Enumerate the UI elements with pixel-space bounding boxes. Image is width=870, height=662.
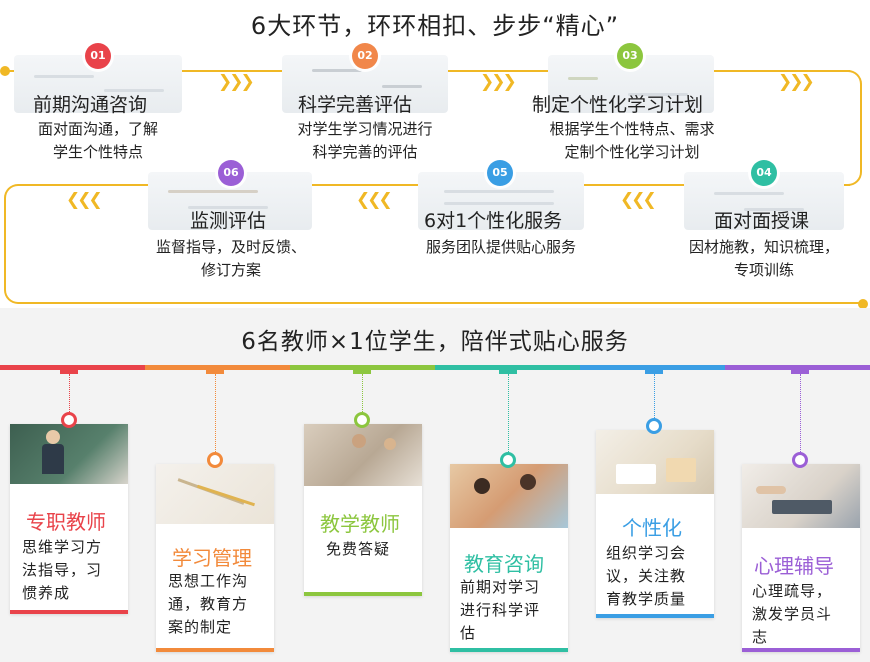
ring-marker bbox=[646, 418, 662, 434]
section-title-process: 6大环节，环环相扣、步步“精心” bbox=[250, 12, 620, 40]
color-bar-red bbox=[0, 365, 145, 370]
step-title: 前期沟通咨询 bbox=[33, 94, 148, 116]
card-title: 教学教师 bbox=[320, 512, 400, 536]
tick-marker bbox=[353, 368, 371, 374]
dotted-connector bbox=[69, 374, 70, 414]
track-end-line bbox=[848, 302, 862, 304]
color-bar-green bbox=[290, 365, 435, 370]
card-accent-line bbox=[10, 610, 128, 614]
step-number-badge: 06 bbox=[218, 160, 244, 186]
card-title: 学习管理 bbox=[172, 546, 252, 570]
double-chevron-right-icon: ❯❯❯ bbox=[778, 72, 815, 92]
service-section-background bbox=[0, 308, 870, 662]
card-description: 心理疏导，激发学员斗志 bbox=[752, 582, 833, 646]
color-bar-teal bbox=[435, 365, 580, 370]
double-chevron-right-icon: ❯❯❯ bbox=[218, 72, 255, 92]
card-title: 心理辅导 bbox=[754, 554, 834, 578]
step-number-badge: 05 bbox=[487, 160, 513, 186]
card-accent-line bbox=[156, 648, 274, 652]
role-card-5: 个性化 组织学习会议，关注教育教学质量 bbox=[596, 430, 714, 618]
card-photo bbox=[156, 464, 274, 524]
double-chevron-right-icon: ❯❯❯ bbox=[480, 72, 517, 92]
ring-marker bbox=[61, 412, 77, 428]
step-description: 面对面沟通，了解学生个性特点 bbox=[37, 120, 158, 161]
ring-marker bbox=[500, 452, 516, 468]
card-photo bbox=[304, 424, 422, 486]
double-chevron-left-icon: ❮❮❮ bbox=[66, 190, 103, 210]
color-bar-purple bbox=[725, 365, 870, 370]
card-photo bbox=[742, 464, 860, 528]
ring-marker bbox=[354, 412, 370, 428]
role-card-3: 教学教师 免费答疑 bbox=[304, 424, 422, 596]
step-number-badge: 04 bbox=[751, 160, 777, 186]
card-description: 思想工作沟通，教育方案的制定 bbox=[168, 572, 249, 636]
tick-marker bbox=[791, 368, 809, 374]
step-title: 面对面授课 bbox=[714, 210, 810, 232]
card-description: 组织学习会议，关注教育教学质量 bbox=[606, 544, 687, 608]
step-number-badge: 01 bbox=[85, 43, 111, 69]
role-card-4: 教育咨询 前期对学习进行科学评估 bbox=[450, 464, 568, 652]
step-description: 对学生学习情况进行科学完善的评估 bbox=[297, 120, 433, 161]
track-right-curve bbox=[846, 70, 862, 186]
dotted-connector bbox=[508, 374, 509, 454]
role-card-2: 学习管理 思想工作沟通，教育方案的制定 bbox=[156, 464, 274, 652]
tick-marker bbox=[206, 368, 224, 374]
step-title: 制定个性化学习计划 bbox=[532, 94, 704, 116]
card-photo bbox=[596, 430, 714, 494]
card-description: 免费答疑 bbox=[326, 540, 391, 558]
card-accent-line bbox=[742, 648, 860, 652]
step-number-badge: 03 bbox=[617, 43, 643, 69]
card-title: 教育咨询 bbox=[464, 552, 544, 576]
step-title: 监测评估 bbox=[190, 210, 267, 232]
tick-marker bbox=[645, 368, 663, 374]
step-description: 因材施教，知识梳理，专项训练 bbox=[688, 238, 839, 279]
card-accent-line bbox=[450, 648, 568, 652]
double-chevron-left-icon: ❮❮❮ bbox=[356, 190, 393, 210]
card-description: 前期对学习进行科学评估 bbox=[460, 578, 541, 642]
tick-marker bbox=[60, 368, 78, 374]
dotted-connector bbox=[654, 374, 655, 418]
step-title: 6对1个性化服务 bbox=[424, 210, 563, 232]
step-title: 科学完善评估 bbox=[298, 94, 413, 116]
section-title-service: 6名教师×1位学生，陪伴式贴心服务 bbox=[241, 329, 629, 355]
card-photo bbox=[450, 464, 568, 528]
track-end-dot bbox=[858, 299, 868, 309]
card-accent-line bbox=[304, 592, 422, 596]
ring-marker bbox=[207, 452, 223, 468]
card-photo bbox=[10, 424, 128, 484]
color-bar-orange bbox=[145, 365, 290, 370]
step-description: 根据学生个性特点、需求定制个性化学习计划 bbox=[549, 120, 715, 161]
tick-marker bbox=[499, 368, 517, 374]
dotted-connector bbox=[800, 374, 801, 454]
color-bar-blue bbox=[580, 365, 725, 370]
card-title: 专职教师 bbox=[26, 510, 106, 534]
card-description: 思维学习方法指导，习惯养成 bbox=[22, 538, 103, 602]
dotted-connector bbox=[215, 374, 216, 454]
step-number-badge: 02 bbox=[352, 43, 378, 69]
card-title: 个性化 bbox=[622, 516, 682, 540]
step-description: 服务团队提供贴心服务 bbox=[425, 238, 576, 256]
ring-marker bbox=[792, 452, 808, 468]
role-card-1: 专职教师 思维学习方法指导，习惯养成 bbox=[10, 424, 128, 614]
card-accent-line bbox=[596, 614, 714, 618]
dotted-connector bbox=[362, 374, 363, 414]
step-description: 监督指导，及时反馈、修订方案 bbox=[155, 238, 306, 279]
double-chevron-left-icon: ❮❮❮ bbox=[620, 190, 657, 210]
role-card-6: 心理辅导 心理疏导，激发学员斗志 bbox=[742, 464, 860, 652]
